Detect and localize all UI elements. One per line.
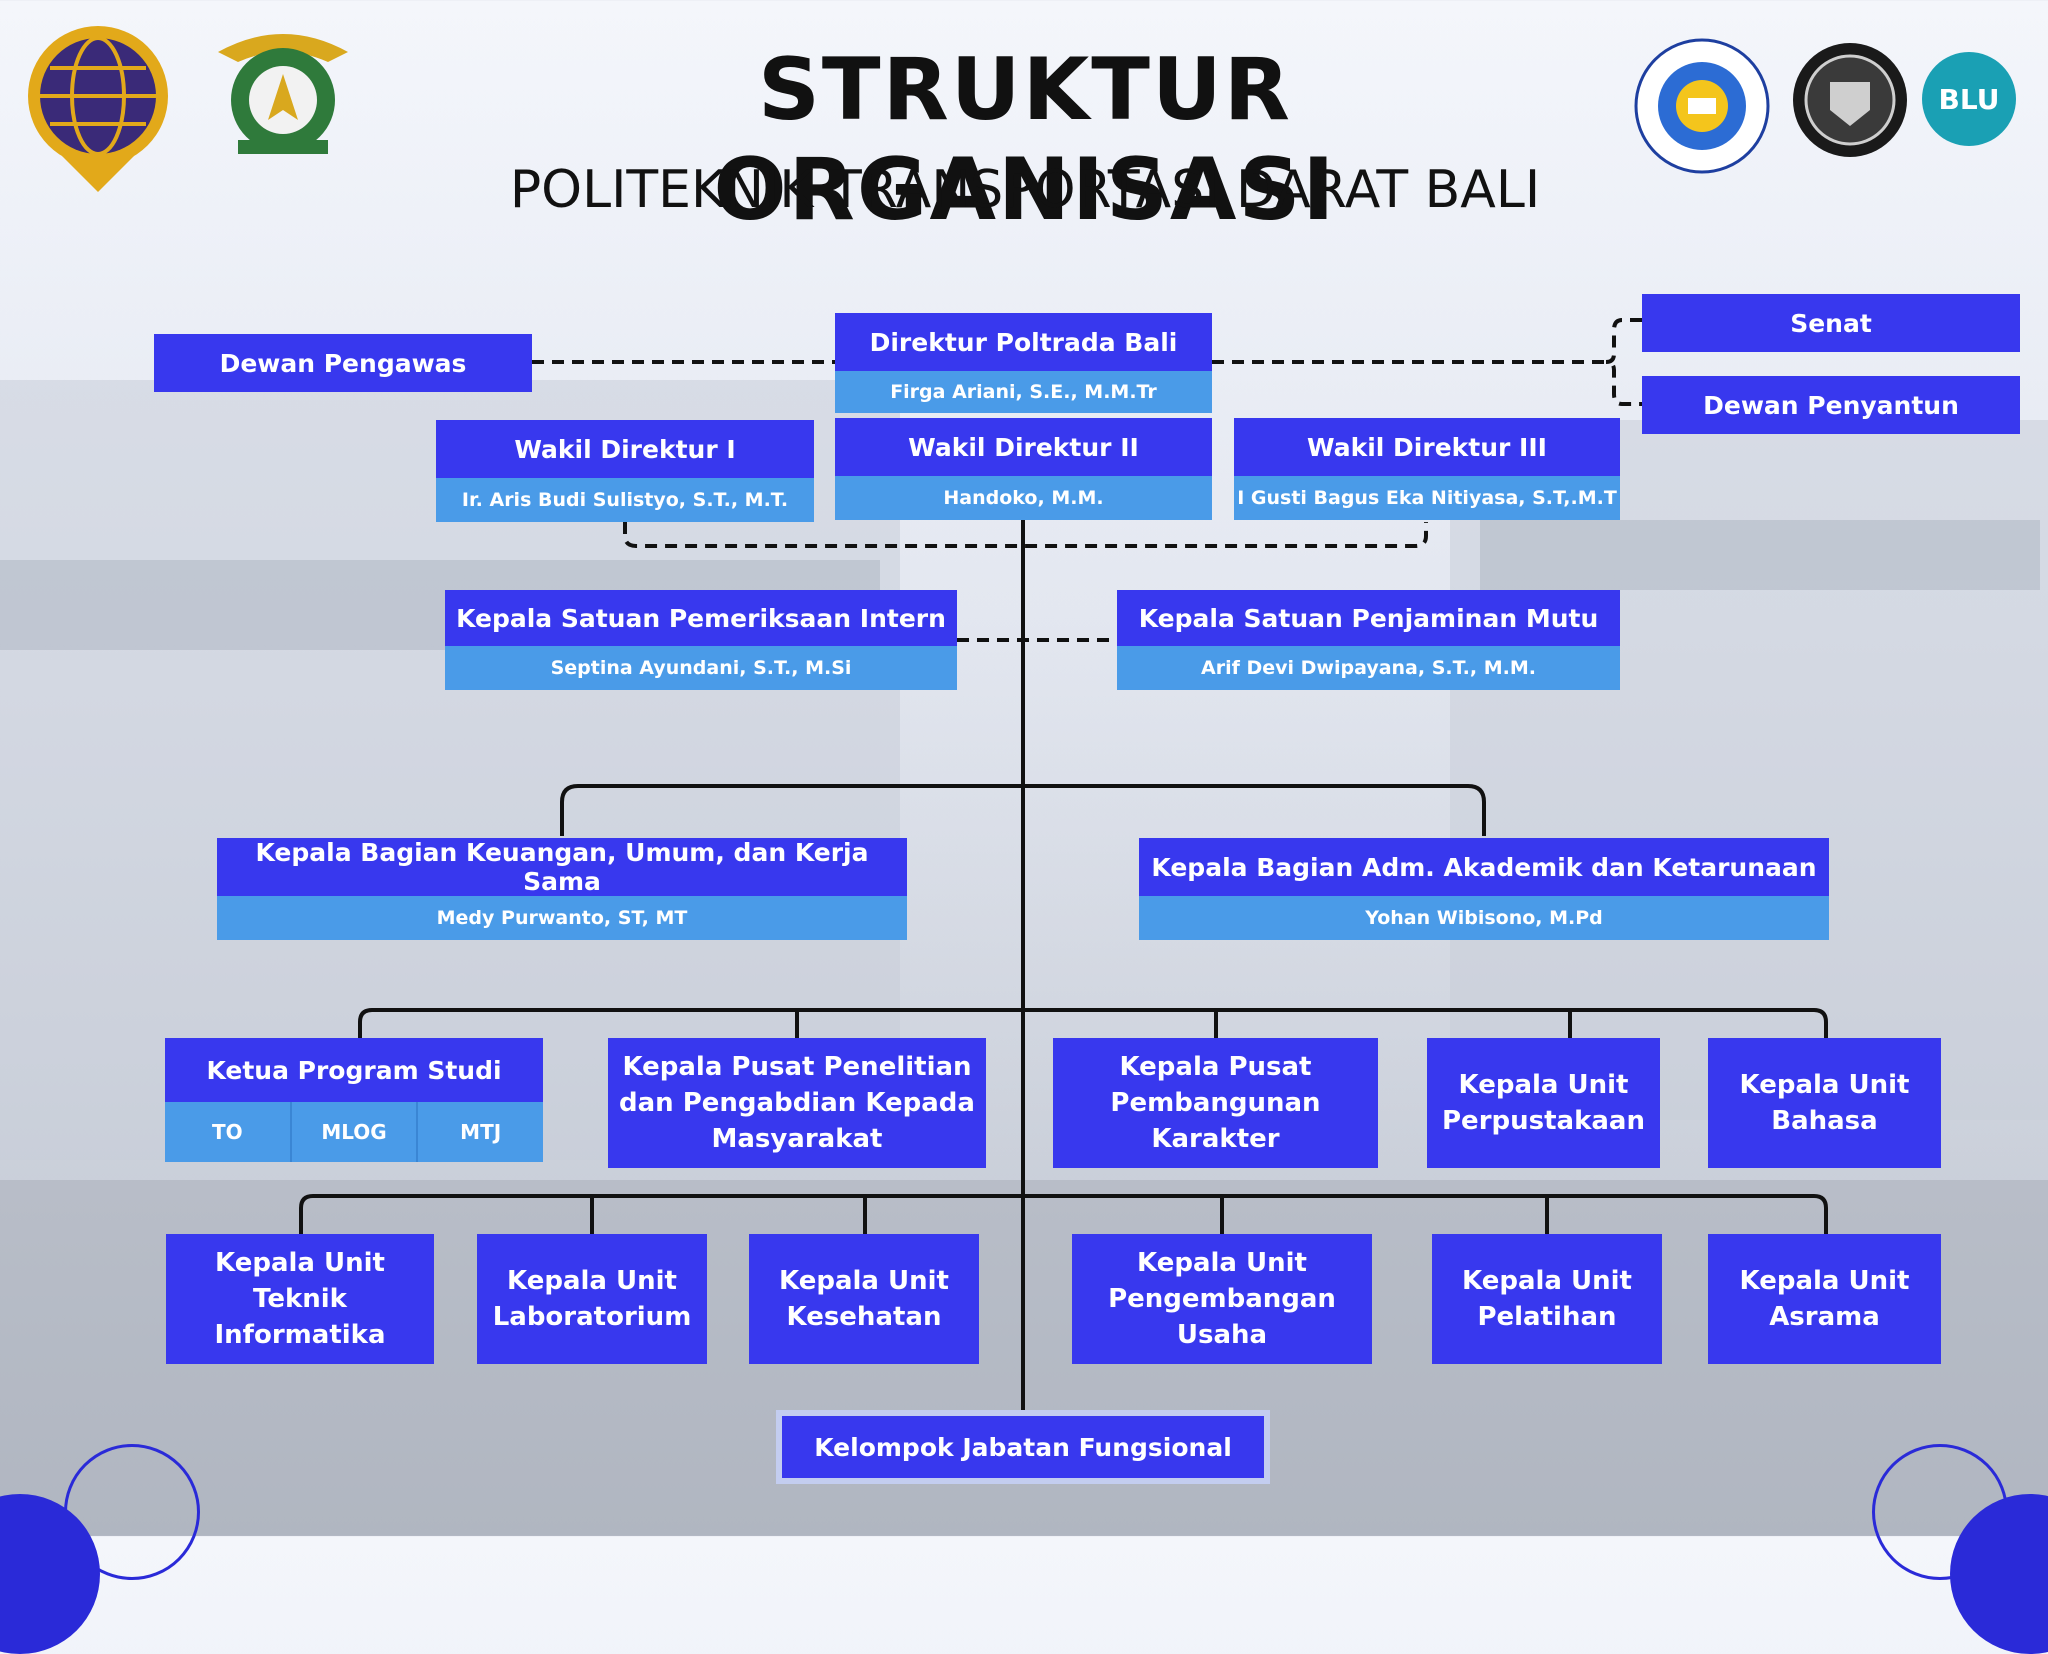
wakil-direktur-3-title: Wakil Direktur III [1234,418,1620,476]
bagian-keuangan-title: Kepala Bagian Keuangan, Umum, dan Kerja … [217,838,907,896]
ketua-program-studi-box: Ketua Program Studi TO MLOG MTJ [165,1038,544,1162]
bagian-keuangan-name: Medy Purwanto, ST, MT [217,896,907,940]
bagian-keuangan-box: Kepala Bagian Keuangan, Umum, dan Kerja … [217,838,907,940]
page-subtitle: POLITEKNIK TRANSPORTASI DARAT BALI [509,160,1541,220]
poltrada-gear-logo [1634,38,1770,174]
satuan-penjaminan-mutu-name: Arif Devi Dwipayana, S.T., M.M. [1117,646,1620,690]
wakil-direktur-1-title: Wakil Direktur I [436,420,814,478]
unit-pengembangan-usaha-box: Kepala Unit Pengembangan Usaha [1072,1234,1372,1364]
wbk-zona-integritas-logo [1793,43,1907,157]
bagian-akademik-name: Yohan Wibisono, M.Pd [1139,896,1829,940]
blu-speed-logo: BLU [1922,52,2016,146]
background-building-right [1450,420,2048,1120]
wakil-direktur-2-name: Handoko, M.M. [835,476,1212,520]
satuan-penjaminan-mutu-title: Kepala Satuan Penjaminan Mutu [1117,590,1620,646]
kelompok-jabatan-fungsional-box: Kelompok Jabatan Fungsional [776,1410,1270,1484]
kelompok-jabatan-fungsional-label: Kelompok Jabatan Fungsional [782,1416,1264,1478]
senat-box: Senat [1642,294,2020,352]
direktur-name: Firga Ariani, S.E., M.M.Tr [835,371,1212,413]
unit-pelatihan-box: Kepala Unit Pelatihan [1432,1234,1662,1364]
wakil-direktur-2-title: Wakil Direktur II [835,418,1212,476]
unit-asrama-box: Kepala Unit Asrama [1708,1234,1941,1364]
unit-bahasa-box: Kepala Unit Bahasa [1708,1038,1941,1168]
unit-laboratorium-box: Kepala Unit Laboratorium [477,1234,707,1364]
pusat-penelitian-box: Kepala Pusat Penelitian dan Pengabdian K… [608,1038,986,1168]
wakil-direktur-3-box: Wakil Direktur III I Gusti Bagus Eka Nit… [1234,418,1620,520]
bagian-akademik-box: Kepala Bagian Adm. Akademik dan Ketaruna… [1139,838,1829,940]
direktur-title: Direktur Poltrada Bali [835,313,1212,371]
background-window-band [1480,520,2040,590]
unit-perpustakaan-box: Kepala Unit Perpustakaan [1427,1038,1660,1168]
wings-emblem-logo [218,34,348,154]
satuan-pemeriksaan-intern-name: Septina Ayundani, S.T., M.Si [445,646,957,690]
program-studi-list: TO MLOG MTJ [165,1102,544,1162]
unit-teknik-informatika-box: Kepala Unit Teknik Informatika [166,1234,434,1364]
prodi-item-mtj: MTJ [418,1102,544,1162]
satuan-penjaminan-mutu-box: Kepala Satuan Penjaminan Mutu Arif Devi … [1117,590,1620,690]
dewan-penyantun-box: Dewan Penyantun [1642,376,2020,434]
satuan-pemeriksaan-intern-title: Kepala Satuan Pemeriksaan Intern [445,590,957,646]
wakil-direktur-1-name: Ir. Aris Budi Sulistyo, S.T., M.T. [436,478,814,522]
wakil-direktur-2-box: Wakil Direktur II Handoko, M.M. [835,418,1212,520]
prodi-item-mlog: MLOG [291,1102,419,1162]
pusat-pembangunan-karakter-box: Kepala Pusat Pembangunan Karakter [1053,1038,1378,1168]
connector-lines [299,318,1828,1412]
ketua-program-studi-title: Ketua Program Studi [165,1038,543,1102]
page-title: STRUKTUR ORGANISASI [713,40,1337,240]
dewan-pengawas-box: Dewan Pengawas [154,334,532,392]
wakil-direktur-3-name: I Gusti Bagus Eka Nitiyasa, S.T,.M.T [1234,476,1620,520]
satuan-pemeriksaan-intern-box: Kepala Satuan Pemeriksaan Intern Septina… [445,590,957,690]
kemenhub-globe-logo [28,26,168,192]
bagian-akademik-title: Kepala Bagian Adm. Akademik dan Ketaruna… [1139,838,1829,896]
blu-logo-text: BLU [1938,82,2000,116]
direktur-box: Direktur Poltrada Bali Firga Ariani, S.E… [835,313,1212,413]
unit-kesehatan-box: Kepala Unit Kesehatan [749,1234,979,1364]
wakil-direktur-1-box: Wakil Direktur I Ir. Aris Budi Sulistyo,… [436,420,814,522]
prodi-item-to: TO [165,1102,292,1162]
